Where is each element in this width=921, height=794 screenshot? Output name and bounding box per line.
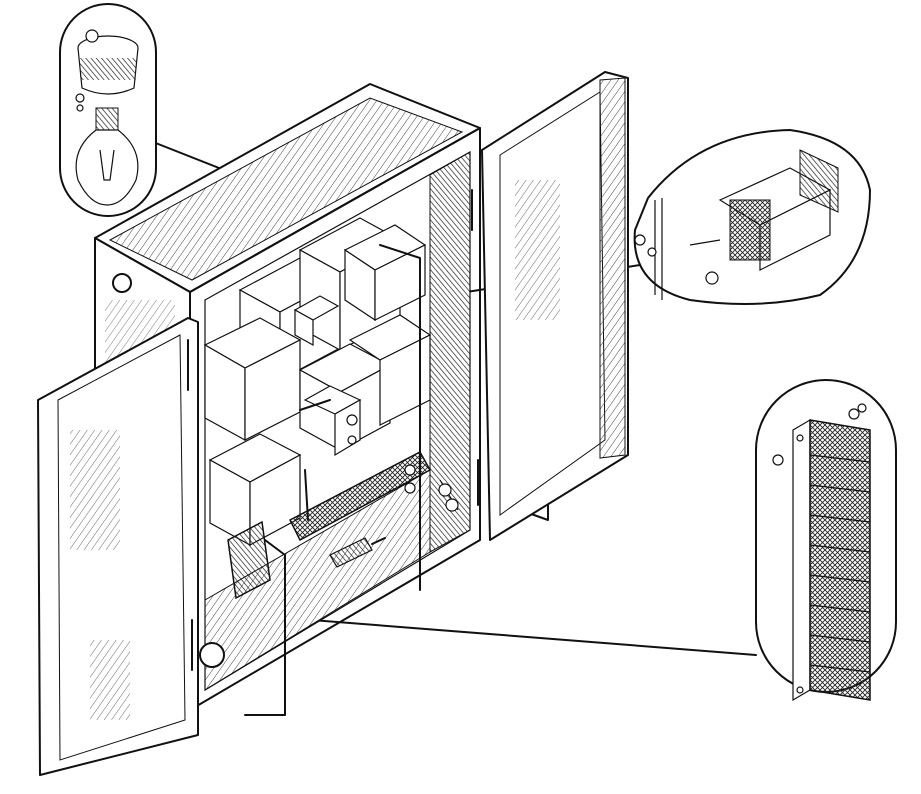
relay-block bbox=[343, 224, 427, 322]
relay-block bbox=[203, 317, 302, 442]
terminal-block-inset bbox=[755, 379, 897, 702]
side-knockout-hole bbox=[112, 273, 132, 293]
terminal-strip bbox=[227, 399, 459, 600]
terminal-block-small bbox=[227, 520, 271, 600]
terminal-block-stack bbox=[809, 419, 871, 701]
screw-icon bbox=[772, 454, 784, 466]
screw-icon bbox=[705, 271, 719, 285]
screwdriver-tool bbox=[329, 537, 386, 568]
relay-blocks bbox=[203, 217, 432, 547]
right-door bbox=[471, 71, 629, 541]
floor-knockout-hole bbox=[199, 642, 225, 668]
left-door bbox=[37, 317, 199, 776]
relay-contact-inset bbox=[633, 129, 871, 305]
screw-icon bbox=[75, 93, 85, 103]
relay-block bbox=[208, 433, 302, 547]
light-bulb-icon bbox=[75, 107, 139, 206]
lamp-socket-inset bbox=[59, 3, 157, 217]
relay-block bbox=[348, 314, 432, 426]
